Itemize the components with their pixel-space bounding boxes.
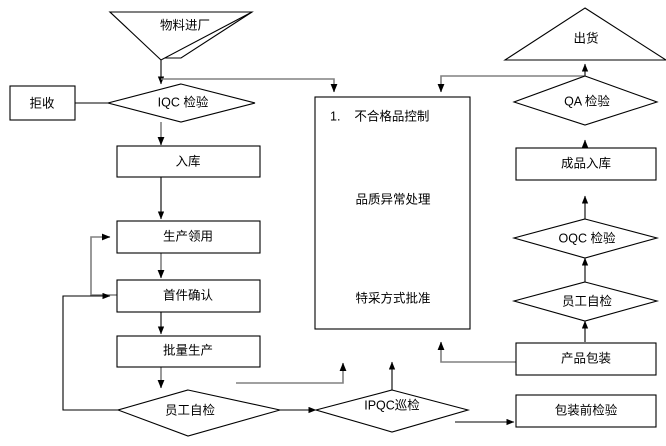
node-product-pack-label: 产品包装 xyxy=(561,351,611,365)
node-mass-production-label: 批量生产 xyxy=(163,342,213,357)
connector-pack-to-nonconforming xyxy=(437,341,516,363)
node-production-pick-label: 生产领用 xyxy=(163,229,213,243)
node-self-check-left xyxy=(116,389,281,437)
node-self-check-left-label: 员工自检 xyxy=(165,402,216,417)
node-reject xyxy=(9,85,76,121)
node-material-in-shape xyxy=(108,11,253,61)
node-oqc xyxy=(511,218,660,259)
node-iqc-label: IQC 检验 xyxy=(158,94,209,109)
connector-selfcheck-to-nonconforming xyxy=(236,362,347,384)
node-shipment-label: 出货 xyxy=(573,30,598,45)
node-self-check-right xyxy=(511,281,660,322)
node-warehouse-in-label: 入库 xyxy=(175,153,200,168)
node-oqc-label: OQC 检验 xyxy=(559,230,616,245)
node-material-in-label: 物料进厂 xyxy=(160,18,210,32)
node-mass-production xyxy=(116,335,261,368)
connector-iqc-to-nonconforming xyxy=(161,78,338,93)
node-reject-label: 拒收 xyxy=(29,96,55,110)
node-qa-label: QA 检验 xyxy=(564,93,610,108)
node-self-check-right-label: 员工自检 xyxy=(562,293,613,308)
node-nonconforming xyxy=(314,96,471,330)
node-nonconforming-line-3: 特采方式批准 xyxy=(355,290,430,305)
node-pre-pack-check-label: 包装前检验 xyxy=(555,402,618,417)
node-finished-goods-in xyxy=(515,147,657,181)
node-iqc xyxy=(105,83,256,123)
node-production-pick xyxy=(116,220,261,254)
node-pre-pack-check xyxy=(515,394,657,428)
node-nonconforming-line-1: 1. 不合格品控制 xyxy=(330,108,429,123)
connector-qa-to-nonconforming xyxy=(437,75,585,93)
node-nonconforming-line-2: 品质异常处理 xyxy=(355,192,431,206)
node-warehouse-in xyxy=(116,145,261,178)
node-product-pack xyxy=(515,342,657,376)
connector-loop-to-first-article xyxy=(62,292,118,411)
node-shipment xyxy=(503,7,666,61)
node-first-article-label: 首件确认 xyxy=(163,288,214,302)
node-ipqc xyxy=(313,389,471,433)
node-finished-goods-in-label: 成品入库 xyxy=(561,155,611,170)
node-qa xyxy=(512,75,659,126)
node-first-article xyxy=(116,279,261,313)
node-ipqc-label: IPQC巡检 xyxy=(364,397,420,412)
